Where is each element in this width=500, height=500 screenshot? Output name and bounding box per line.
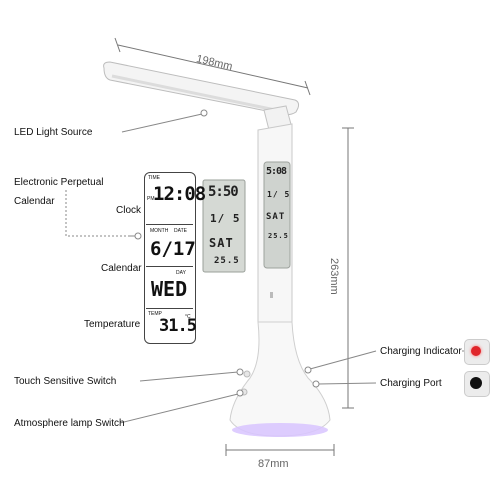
red-indicator-icon [471, 346, 481, 356]
port-hole-icon [470, 377, 482, 389]
lcd-temp: 31.5 [159, 316, 197, 336]
lamp-screen-day: SAT [209, 236, 234, 250]
lamp-head [103, 61, 300, 116]
atmosphere-switch-label: Atmosphere lamp Switch [14, 418, 125, 429]
height-dimension-label: 263mm [328, 258, 340, 295]
led-callout-marker [200, 109, 208, 117]
lamp-screen-temp: 25.5 [214, 256, 240, 266]
lamp-rear-day: SAT [266, 212, 286, 222]
lcd-enlarged-panel [144, 172, 196, 344]
charging-port-swatch [464, 371, 490, 397]
clock-label: Clock [116, 205, 142, 216]
pm-tag: PM [147, 196, 155, 202]
touch-switch-label: Touch Sensitive Switch [14, 376, 117, 387]
charging-indicator-label: Charging Indicator [380, 346, 462, 357]
temp-unit: °C [185, 314, 191, 320]
day-tag: DAY [176, 270, 186, 276]
calendar-title-line2: Calendar [14, 196, 55, 207]
atmosphere-glow-ring [232, 423, 328, 437]
lamp-base [229, 321, 331, 437]
lamp-rear-date: 1/ 5 [267, 190, 291, 199]
lamp-screen-date: 1/ 5 [210, 212, 241, 225]
lcd-time: 12:08 [153, 183, 206, 205]
touch-callout-marker [236, 368, 244, 376]
lamp-rear-temp: 25.5 [268, 232, 289, 240]
lamp-screen-time: 5:50 [208, 184, 239, 200]
month-tag: MONTH [150, 228, 169, 234]
charging-port-label: Charging Port [380, 378, 442, 389]
temperature-label: Temperature [84, 319, 141, 330]
lamp-rear-screen [263, 161, 291, 269]
calendar-label: Calendar [101, 263, 142, 274]
width-dimension-line [117, 44, 309, 89]
calendar-title-line1: Electronic Perpetual [14, 177, 104, 188]
led-light-source-label: LED Light Source [14, 127, 93, 138]
temp-tag: TEMP [148, 311, 162, 317]
base-dimension-label: 87mm [258, 458, 289, 470]
date-tag: DATE [174, 228, 187, 234]
atmosphere-callout-marker [236, 389, 244, 397]
time-tag: TIME [148, 175, 160, 181]
lamp-front-screen [202, 179, 246, 273]
lcd-date: 6/17 [150, 238, 196, 260]
lcd-day: WED [151, 277, 188, 301]
lamp-rear-time: 5:08 [266, 166, 287, 177]
